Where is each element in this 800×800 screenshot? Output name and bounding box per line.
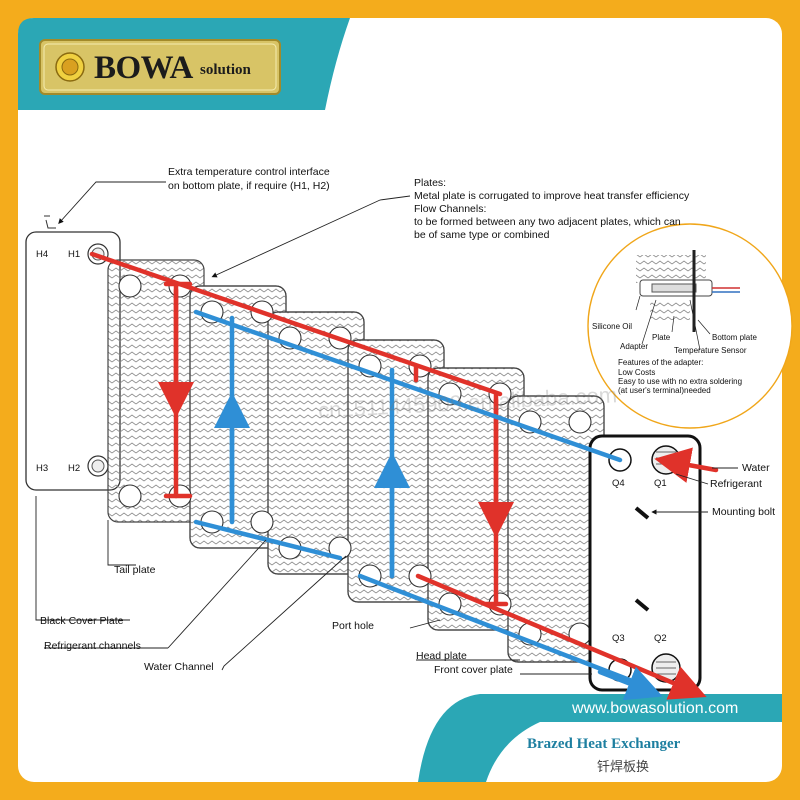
refrigerant-channels-label: Refrigerant channels [44,640,141,652]
front-cover-plate-label: Front cover plate [434,664,513,676]
product-title: Brazed Heat Exchanger [527,736,681,752]
website-url[interactable]: www.bowasolution.com [572,700,739,717]
interface-callout-line2: on bottom plate, if require (H1, H2) [168,180,330,192]
head-plate-label: Head plate [416,650,467,662]
mounting-bolt-upper [634,506,650,520]
inset-feature-1: Low Costs [618,368,656,377]
water-label: Water [742,462,770,474]
black-cover-plate [25,231,121,491]
inset-adapter-label: Adapter [620,342,649,351]
inset-features-title: Features of the adapter: [618,358,704,367]
port-h2-label: H2 [68,463,81,474]
port-q3-label: Q3 [612,633,625,644]
product-title-cn: 钎焊板换 [597,760,650,775]
port-h3-label: H3 [36,463,49,474]
leader-lines [35,181,738,675]
inset-feature-3: (at user's terminal)needed [618,386,711,395]
port-h1-label: H1 [68,249,81,260]
mounting-bolt-lower [634,598,650,612]
inset-feature-2: Easy to use with no extra soldering [618,377,743,386]
plates-callout-line5: be of same type or combined [414,229,550,241]
plates-callout-line3: Flow Channels: [414,203,487,215]
plates-callout-line4: to be formed between any two adjacent pl… [414,216,681,228]
water-flow [193,309,663,701]
logo-plate [39,39,281,95]
inset-temperature-sensor-label: Temperature Sensor [674,346,747,355]
inset-silicone-oil-label: Silicone Oil [592,322,633,331]
brand-name: BOWA [94,50,193,86]
mounting-bolt-label: Mounting bolt [712,506,776,518]
front-cover-plate [588,434,702,692]
inset-bottom-plate-label: Bottom plate [712,333,757,342]
plates-callout-line1: Plates: [414,177,447,189]
water-channel-label: Water Channel [144,661,214,673]
port-q1 [651,445,681,475]
footer-swoosh [418,694,782,782]
inset-plate-label: Plate [652,333,671,342]
inset-detail [587,223,793,429]
brand-suffix: solution [200,62,251,78]
refrigerant-flow [89,251,719,700]
port-q4-label: Q4 [612,478,625,489]
port-h4-label: H4 [36,249,49,260]
tail-plate-label: Tail plate [114,564,156,576]
plates-callout-line2: Metal plate is corrugated to improve hea… [414,190,690,202]
black-cover-plate-label: Black Cover Plate [40,615,124,627]
port-hole-label: Port hole [332,620,375,632]
port-q1-label: Q1 [654,478,667,489]
port-q2-label: Q2 [654,633,667,644]
interface-callout-line1: Extra temperature control interface [168,166,330,178]
refrigerant-label: Refrigerant [710,478,762,490]
